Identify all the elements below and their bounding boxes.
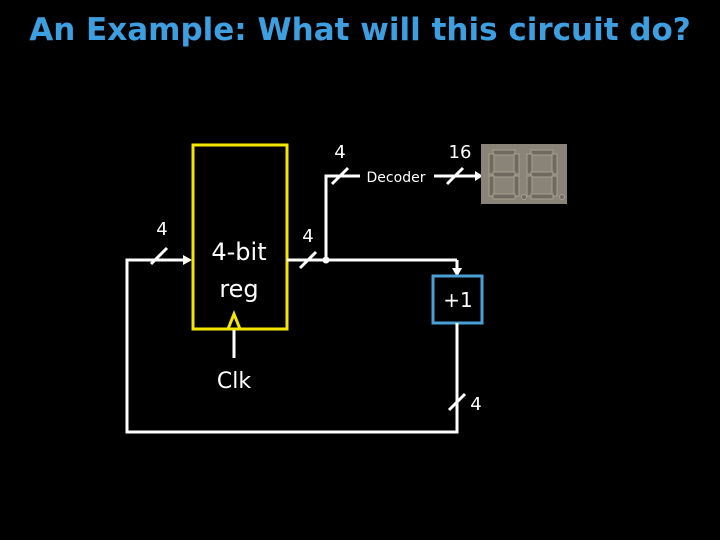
decoder-label: Decoder	[367, 170, 426, 186]
slide-title: An Example: What will this circuit do?	[29, 12, 691, 48]
bus-slash-decoder-in	[330, 166, 350, 186]
bus-width-decoder-out: 16	[449, 142, 472, 163]
incrementer-label: +1	[443, 288, 472, 312]
bus-slash-decoder-out	[445, 166, 465, 186]
arrow-into-incrementer	[452, 268, 462, 277]
clock-label: Clk	[217, 369, 251, 394]
register-label-line1: 4-bit	[211, 238, 266, 266]
register-label-line2: reg	[219, 275, 258, 303]
feedback-wires	[125, 258, 459, 434]
seven-segment-display	[481, 144, 567, 204]
bus-slash-input	[149, 246, 169, 266]
wire-feedback-loop	[125, 258, 459, 434]
display-digit-1	[488, 149, 527, 200]
arrow-into-display	[475, 171, 483, 181]
display-digit-2	[526, 149, 565, 200]
clock-triangle-icon	[226, 309, 242, 330]
bus-width-feedback: 4	[470, 394, 481, 415]
bus-width-input: 4	[156, 219, 167, 240]
bus-slash-register-out	[298, 250, 318, 270]
bus-slash-feedback	[447, 392, 467, 412]
arrow-into-register	[183, 255, 192, 265]
bus-width-output: 4	[302, 226, 313, 247]
bus-width-decoder-in: 4	[334, 142, 345, 163]
wire-to-decoder	[324, 174, 360, 260]
